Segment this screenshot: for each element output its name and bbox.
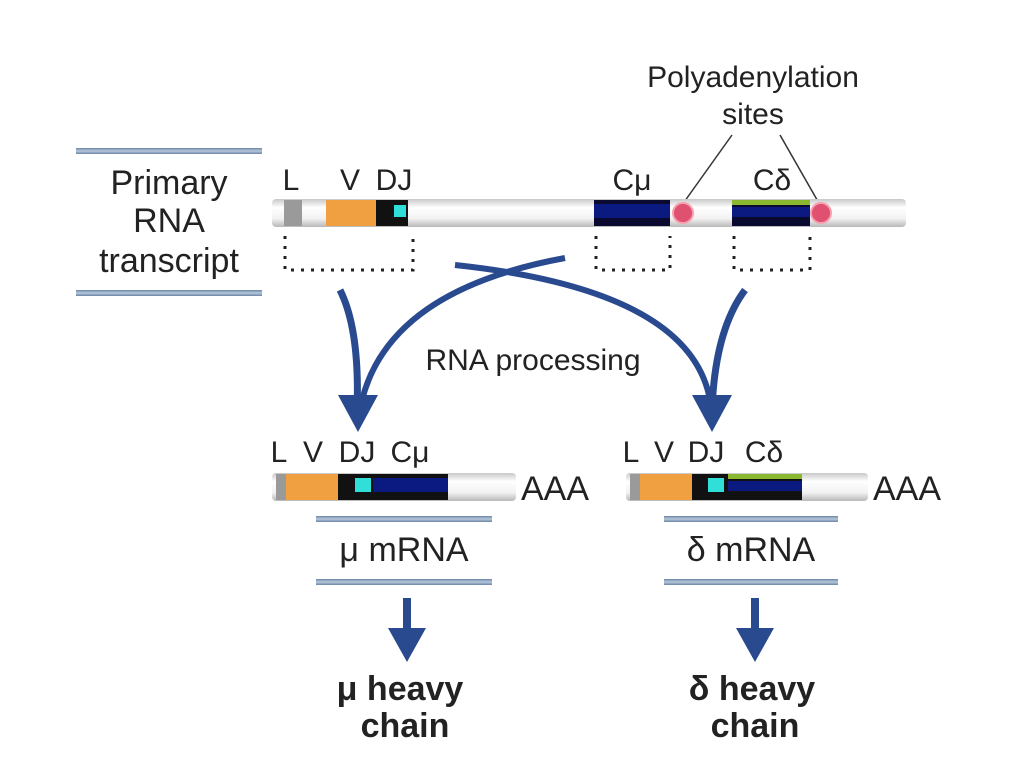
segment-label-Cdelta: Cδ bbox=[753, 164, 791, 197]
segment-label-L: L bbox=[283, 164, 300, 197]
polya-pointer-delta bbox=[779, 134, 821, 206]
bracket-Cmu bbox=[594, 236, 672, 272]
mu-label-V: V bbox=[303, 436, 323, 469]
mu-segment-L bbox=[276, 474, 286, 500]
delta-segment-Cdelta-green bbox=[728, 474, 802, 479]
delta-label-DJ: DJ bbox=[688, 436, 725, 469]
segment-Cdelta-core bbox=[732, 207, 810, 217]
arrow-vdj-to-delta bbox=[454, 262, 713, 401]
delta-mrna-label: δ mRNA bbox=[687, 531, 816, 569]
mu-bar-top bbox=[316, 516, 492, 522]
arrow-vdj-to-mu bbox=[336, 288, 361, 411]
arrow-cdelta-to-delta bbox=[708, 287, 748, 411]
translate-arrowhead-delta bbox=[736, 628, 774, 662]
bracket-Cdelta bbox=[732, 236, 812, 272]
mu-mrna-label: μ mRNA bbox=[339, 531, 468, 569]
mu-label-DJ: DJ bbox=[339, 436, 376, 469]
mu-product-line2: chain bbox=[361, 707, 450, 745]
delta-product-line2: chain bbox=[711, 707, 800, 745]
mu-product-line1: μ heavy bbox=[337, 670, 464, 708]
primary-transcript-label: Primary RNA transcript bbox=[76, 148, 262, 296]
primary-label-line1: Primary bbox=[110, 164, 227, 202]
delta-label-L: L bbox=[623, 436, 640, 469]
primary-label-line3: transcript bbox=[99, 242, 239, 280]
segment-label-Cmu: Cμ bbox=[613, 164, 652, 197]
mu-segment-V bbox=[286, 474, 338, 500]
mu-polya-tail: AAA bbox=[521, 470, 589, 508]
mu-segment-J bbox=[355, 478, 371, 492]
delta-mrna: L V DJ Cδ AAA δ mRNA bbox=[623, 436, 941, 585]
polya-pointer-mu bbox=[681, 134, 733, 206]
mu-label-Cmu: Cμ bbox=[391, 436, 430, 469]
segment-V bbox=[326, 200, 376, 226]
polya-label-line2: sites bbox=[722, 98, 784, 131]
segment-J bbox=[394, 205, 406, 217]
delta-bar-bottom bbox=[664, 579, 838, 585]
delta-product-line1: δ heavy bbox=[689, 670, 816, 708]
polya-label-line1: Polyadenylation bbox=[647, 61, 859, 94]
rna-processing-label: RNA processing bbox=[425, 344, 640, 377]
segment-Cdelta-green bbox=[732, 200, 810, 205]
delta-label-Cdelta: Cδ bbox=[745, 436, 783, 469]
segment-label-V: V bbox=[340, 164, 360, 197]
bracket-VDJ bbox=[283, 236, 415, 272]
arrow-cmu-to-mu bbox=[359, 255, 566, 401]
delta-segment-V bbox=[640, 474, 692, 500]
delta-segment-L bbox=[630, 474, 640, 500]
mu-mrna: L V DJ Cμ AAA μ mRNA bbox=[271, 436, 589, 585]
polya-site-mu bbox=[672, 202, 694, 224]
segment-L bbox=[284, 200, 302, 226]
primary-transcript bbox=[272, 199, 906, 227]
polya-site-delta bbox=[810, 202, 832, 224]
delta-polya-tail: AAA bbox=[873, 470, 941, 508]
delta-label-V: V bbox=[654, 436, 674, 469]
mu-segment-Cmu bbox=[373, 478, 448, 492]
delta-segment-J bbox=[708, 478, 724, 492]
arrowhead-delta bbox=[692, 395, 732, 432]
arrowhead-mu bbox=[338, 395, 378, 432]
delta-bar-top bbox=[664, 516, 838, 522]
primary-label-line2: RNA bbox=[133, 202, 205, 240]
label-bar-top bbox=[76, 148, 262, 154]
mu-label-L: L bbox=[271, 436, 288, 469]
label-bar-bottom bbox=[76, 290, 262, 296]
translate-arrowhead-mu bbox=[388, 628, 426, 662]
delta-segment-Cdelta bbox=[728, 481, 802, 491]
mu-bar-bottom bbox=[316, 579, 492, 585]
segment-label-DJ: DJ bbox=[376, 164, 413, 197]
processing-arrows bbox=[336, 255, 748, 432]
segment-Cmu-core bbox=[594, 204, 670, 218]
segment-D bbox=[376, 200, 394, 226]
